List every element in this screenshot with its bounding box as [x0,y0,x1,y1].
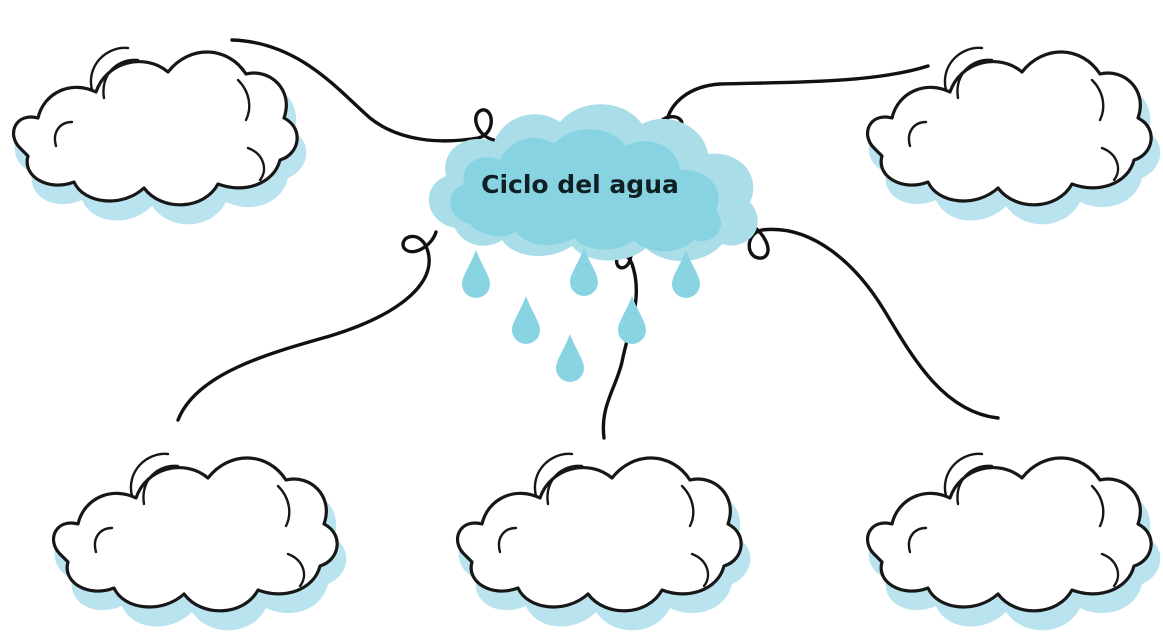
raindrops [462,248,700,382]
cloud-bottom-center[interactable] [455,452,752,632]
cloud-top-right[interactable] [865,46,1162,226]
raindrop [672,250,700,298]
connector-top-right [656,64,930,136]
diagram-title: Ciclo del agua [481,170,679,199]
center-cloud-inner [450,129,721,252]
center-cloud[interactable]: Ciclo del agua [428,104,758,262]
connector-bottom-center [601,246,639,440]
cloud-top-left[interactable] [11,46,308,226]
connector-top-left [230,38,496,143]
connector-bottom-left [176,230,438,422]
raindrop [556,334,584,382]
connectors [176,38,1000,440]
raindrop [512,296,540,344]
cloud-bottom-right[interactable] [865,452,1162,632]
connector-bottom-right [740,218,1000,420]
cloud-bottom-left[interactable] [51,452,348,632]
raindrop [618,296,646,344]
raindrop [570,248,598,296]
raindrop [462,250,490,298]
